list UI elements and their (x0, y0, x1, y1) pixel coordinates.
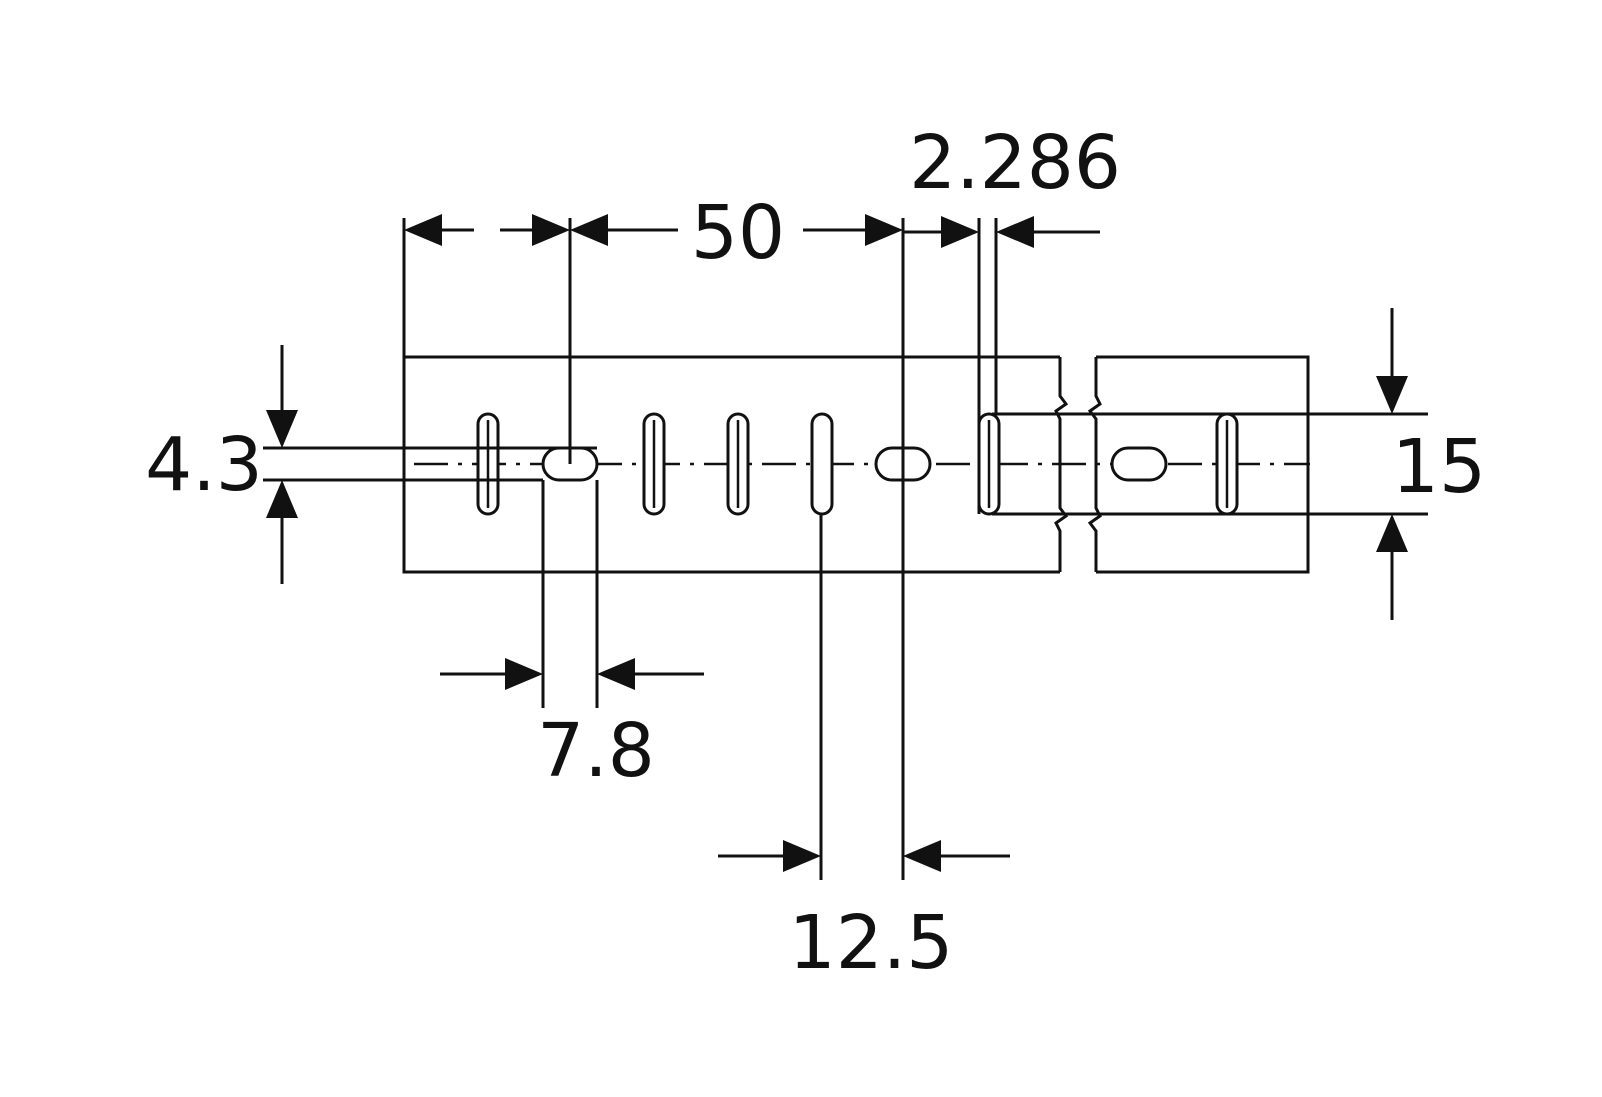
arrow-down (266, 410, 298, 448)
dimension-pitch: 50 (404, 190, 903, 276)
arrow-right (783, 840, 821, 872)
slot (810, 412, 834, 516)
dimension-slot-length: 15 (1376, 308, 1486, 620)
dim-label-slot-offset: 12.5 (789, 900, 954, 986)
arrow-left (996, 216, 1034, 248)
dim-label-pitch: 50 (691, 190, 785, 276)
dimension-hole-width: 7.8 (440, 658, 704, 794)
dimension-slot-offset: 12.5 (718, 840, 1010, 986)
arrow-down (1376, 376, 1408, 414)
arrow-left (903, 840, 941, 872)
arrow-right (865, 214, 903, 246)
center-marks (486, 420, 1229, 508)
arrow-up (266, 480, 298, 518)
dim-label-slot-width: 2.286 (909, 120, 1121, 206)
dim-label-hole-height: 4.3 (145, 422, 263, 508)
arrow-left (404, 214, 442, 246)
dimension-slot-width: 2.286 (903, 120, 1121, 248)
oblong-hole (1110, 446, 1168, 482)
arrow-up (1376, 514, 1408, 552)
arrow-left (570, 214, 608, 246)
dimension-hole-height: 4.3 (145, 345, 298, 584)
arrow-right (532, 214, 570, 246)
arrow-right (505, 658, 543, 690)
dim-label-hole-width: 7.8 (537, 708, 655, 794)
dim-label-slot-length: 15 (1392, 424, 1486, 510)
arrow-left (597, 658, 635, 690)
extension-lines (263, 218, 1428, 880)
oblong-holes (541, 446, 1168, 482)
arrow-right (941, 216, 979, 248)
